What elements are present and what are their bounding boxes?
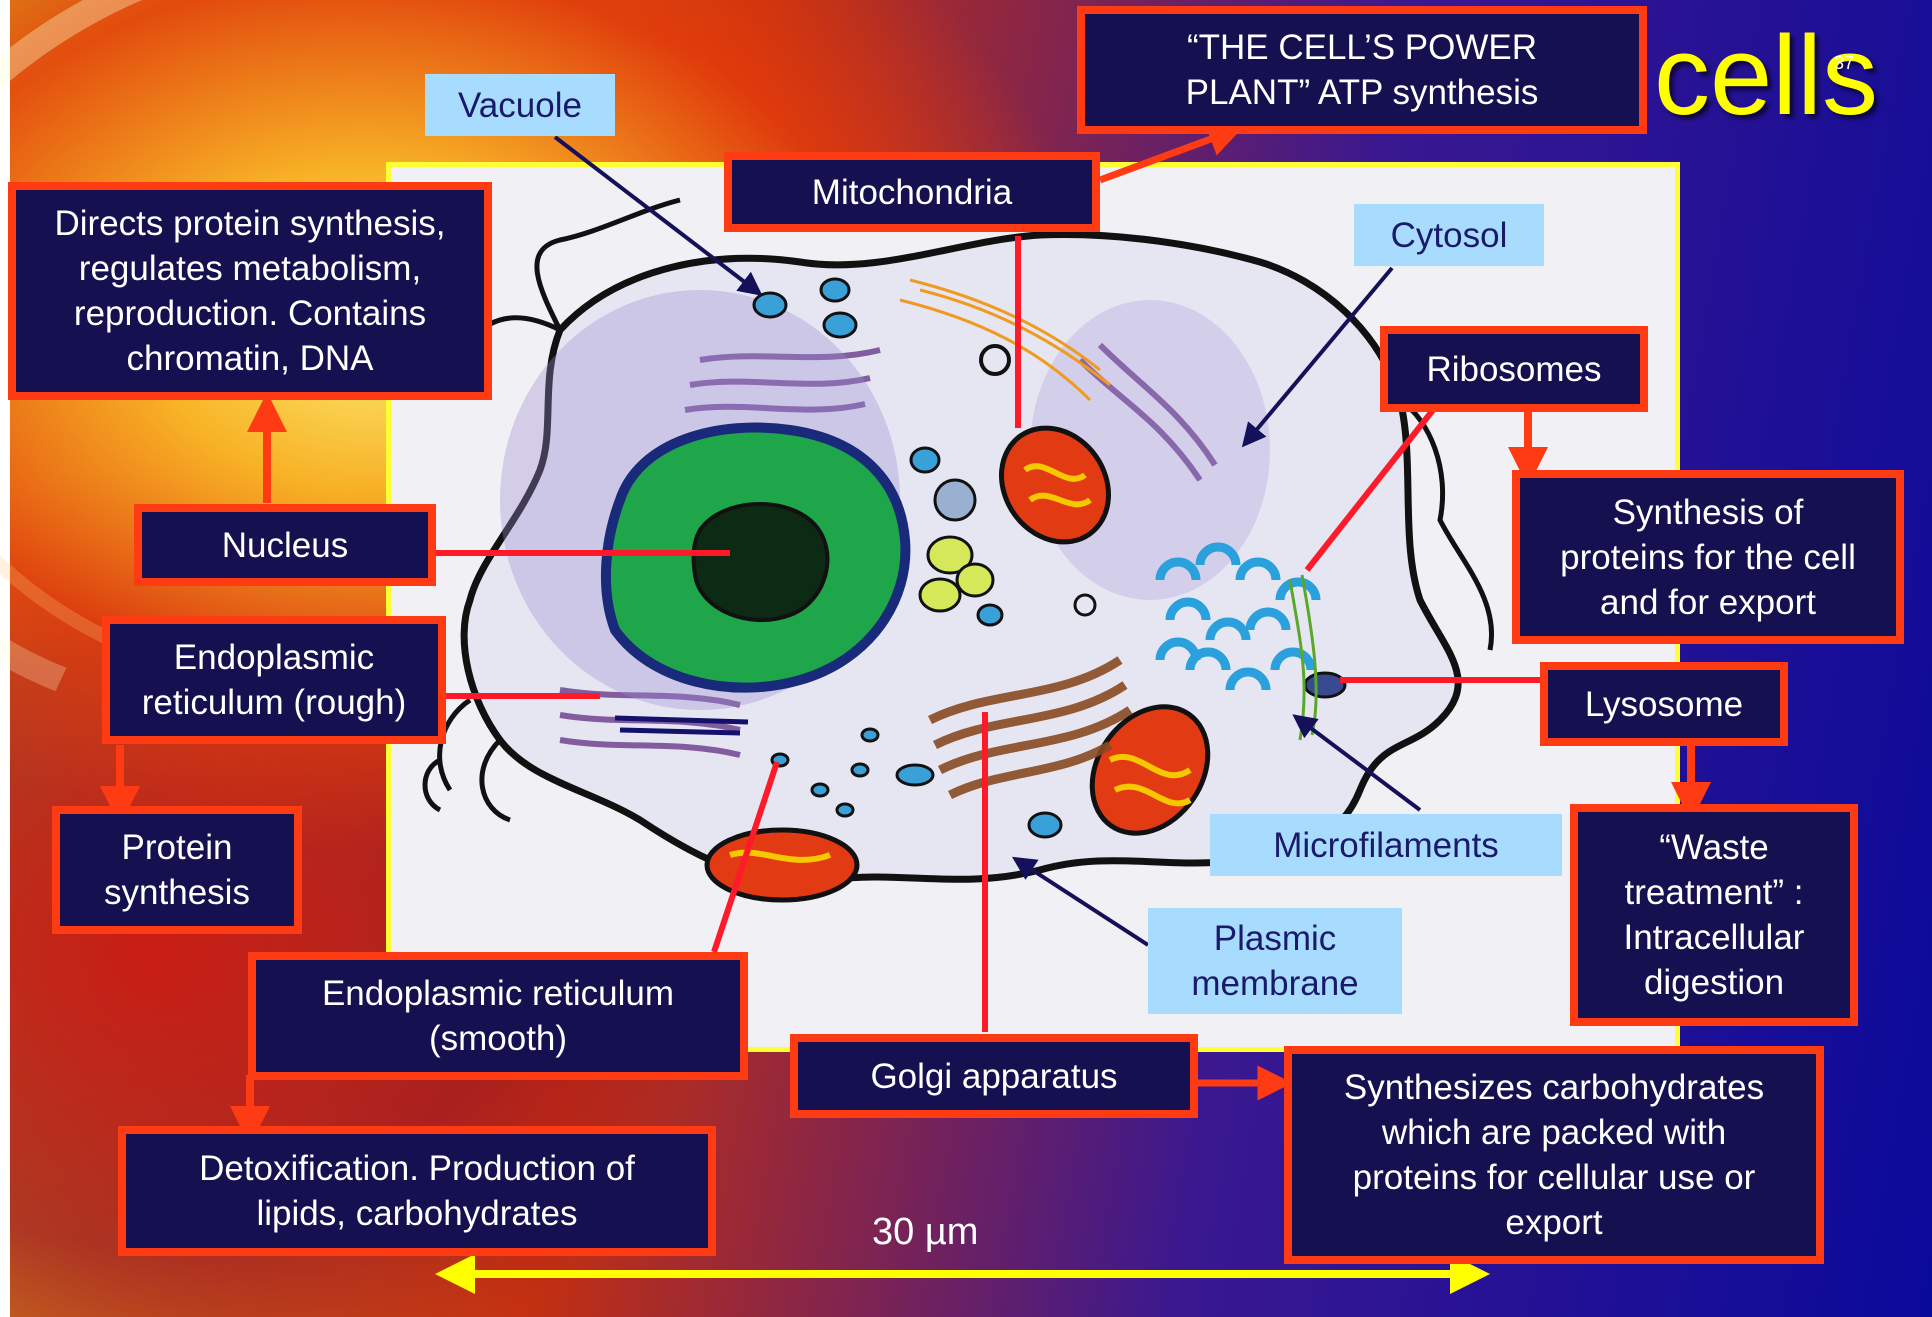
plasmic-membrane-label: Plasmic membrane xyxy=(1148,908,1402,1014)
scale-bar-label: 30 µm xyxy=(872,1212,978,1252)
vacuole-label-text: Vacuole xyxy=(458,83,582,128)
nucleus-function-box: Directs protein synthesis, regulates met… xyxy=(8,182,492,400)
golgi-function-line: which are packed with xyxy=(1382,1110,1726,1155)
lysosome-function-line: treatment” : xyxy=(1625,870,1804,915)
detox-line: lipids, carbohydrates xyxy=(257,1191,578,1236)
lysosome-box: Lysosome xyxy=(1540,662,1788,746)
ribosome-function-line: and for export xyxy=(1600,580,1816,625)
ribosomes-box-text: Ribosomes xyxy=(1426,347,1601,392)
nucleus-function-line: chromatin, DNA xyxy=(126,336,373,381)
er-rough-marker xyxy=(620,730,740,733)
er-rough-box: Endoplasmic reticulum (rough) xyxy=(102,616,446,744)
vesicle-drawing xyxy=(1075,595,1095,615)
nucleus-function-line: reproduction. Contains xyxy=(74,291,426,336)
plasmic-membrane-line: Plasmic xyxy=(1214,916,1337,961)
ribosome-function-box: Synthesis of proteins for the cell and f… xyxy=(1512,470,1904,644)
ribosome-function-line: Synthesis of xyxy=(1613,490,1804,535)
protein-synthesis-line: Protein xyxy=(122,825,233,870)
er-smooth-line: (smooth) xyxy=(429,1016,567,1061)
golgi-function-line: export xyxy=(1505,1200,1602,1245)
detox-box: Detoxification. Production of lipids, ca… xyxy=(118,1126,716,1256)
plasmic-membrane-line: membrane xyxy=(1191,961,1358,1006)
mitochondrion-drawing xyxy=(707,830,857,900)
power-plant-line: PLANT” ATP synthesis xyxy=(1186,70,1539,115)
lysosome-function-line: Intracellular xyxy=(1624,915,1805,960)
vesicle-drawing xyxy=(981,346,1009,374)
nucleus-box: Nucleus xyxy=(134,504,436,586)
plasmic-membrane-connector xyxy=(1020,862,1148,945)
golgi-box: Golgi apparatus xyxy=(790,1034,1198,1118)
microfilaments-label: Microfilaments xyxy=(1210,814,1562,876)
ribosome-function-line: proteins for the cell xyxy=(1560,535,1856,580)
lysosome-function-box: “Waste treatment” : Intracellular digest… xyxy=(1570,804,1858,1026)
power-plant-line: “THE CELL’S POWER xyxy=(1187,25,1537,70)
golgi-function-line: proteins for cellular use or xyxy=(1353,1155,1756,1200)
er-smooth-box: Endoplasmic reticulum (smooth) xyxy=(248,952,748,1080)
golgi-function-box: Synthesizes carbohydrates which are pack… xyxy=(1284,1046,1824,1264)
ribosomes-box: Ribosomes xyxy=(1380,326,1648,412)
er-smooth-line: Endoplasmic reticulum xyxy=(322,971,674,1016)
mitochondria-box-text: Mitochondria xyxy=(812,170,1012,215)
lysosome-box-text: Lysosome xyxy=(1585,682,1743,727)
cytosol-label: Cytosol xyxy=(1354,204,1544,266)
protein-synthesis-line: synthesis xyxy=(104,870,250,915)
lysosome-drawing xyxy=(1305,673,1345,697)
protein-synthesis-box: Protein synthesis xyxy=(52,806,302,934)
nucleus-box-text: Nucleus xyxy=(222,523,348,568)
vacuole-label: Vacuole xyxy=(425,74,615,136)
power-plant-box: “THE CELL’S POWER PLANT” ATP synthesis xyxy=(1077,6,1647,134)
detox-line: Detoxification. Production of xyxy=(199,1146,635,1191)
microfilaments-label-text: Microfilaments xyxy=(1273,823,1499,868)
lysosome-function-line: digestion xyxy=(1644,960,1784,1005)
er-rough-line: Endoplasmic xyxy=(174,635,374,680)
er-rough-line: reticulum (rough) xyxy=(142,680,407,725)
cytosol-label-text: Cytosol xyxy=(1391,213,1508,258)
golgi-box-text: Golgi apparatus xyxy=(870,1054,1117,1099)
mitochondria-to-powerplant-arrow xyxy=(1100,133,1227,180)
nucleus-function-line: regulates metabolism, xyxy=(79,246,421,291)
nucleolus-drawing xyxy=(694,504,828,620)
lysosome-function-line: “Waste xyxy=(1659,825,1769,870)
mitochondria-box: Mitochondria xyxy=(724,152,1100,232)
vesicle-drawing xyxy=(935,480,975,520)
nucleus-function-line: Directs protein synthesis, xyxy=(55,201,446,246)
golgi-function-line: Synthesizes carbohydrates xyxy=(1344,1065,1764,1110)
